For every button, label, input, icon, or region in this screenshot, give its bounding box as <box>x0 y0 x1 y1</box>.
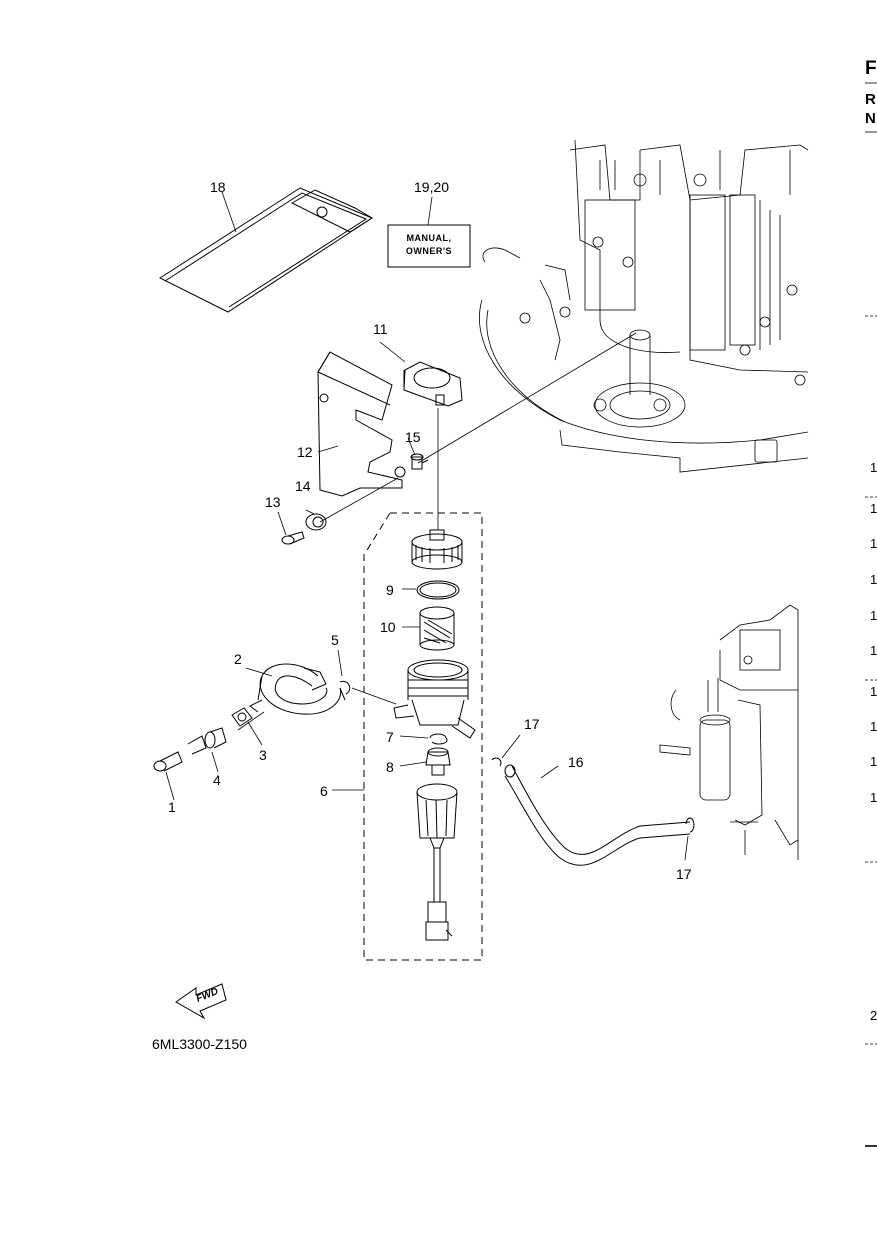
callout-16: 16 <box>568 754 584 770</box>
edge-number: 1 <box>870 460 877 475</box>
diagram-code: 6ML3300-Z150 <box>152 1036 247 1052</box>
o-ring-9 <box>416 580 460 600</box>
callout-19-20: 19,20 <box>414 179 450 195</box>
edge-number: 1 <box>870 719 877 734</box>
bracket-12 <box>317 351 406 497</box>
edge-number: 2 <box>870 1008 877 1023</box>
bolt-15 <box>410 453 429 470</box>
callout-5: 5 <box>331 632 339 648</box>
edge-number: 1 <box>870 608 877 623</box>
callout-1: 1 <box>168 799 176 815</box>
callout-11: 11 <box>373 321 388 337</box>
callout-10: 10 <box>380 619 396 635</box>
nut-8 <box>425 747 451 776</box>
edge-letter-f: F <box>865 58 877 79</box>
callout-4: 4 <box>213 772 221 788</box>
filter-cap <box>411 529 463 570</box>
callout-2: 2 <box>234 651 242 667</box>
callout-13: 13 <box>265 494 281 510</box>
callout-12: 12 <box>297 444 313 460</box>
callout-3: 3 <box>259 747 267 763</box>
filter-body <box>393 659 476 739</box>
edge-number: 1 <box>870 684 877 699</box>
callout-17-lower: 17 <box>676 866 692 882</box>
callout-14: 14 <box>295 478 311 494</box>
joint-4 <box>187 727 227 755</box>
edge-number: 1 <box>870 501 877 516</box>
edge-number: 1 <box>870 572 877 587</box>
fitting-3 <box>231 707 253 727</box>
callout-15: 15 <box>405 429 421 445</box>
edge-number: 1 <box>870 790 877 805</box>
hose-2 <box>249 663 346 715</box>
filter-assembly-6-boundary <box>363 512 483 961</box>
filter-element-10 <box>419 606 455 651</box>
owners-manual-19-20 <box>387 224 471 268</box>
callout-7: 7 <box>386 729 394 745</box>
clamp-5 <box>339 680 351 695</box>
edge-number: 1 <box>870 754 877 769</box>
clip-17b <box>685 817 695 833</box>
edge-letter-n: N <box>865 110 876 127</box>
callout-17-upper: 17 <box>524 716 540 732</box>
screw-1 <box>153 751 183 772</box>
screw-13 <box>281 531 305 545</box>
engine-block-illustration <box>479 139 809 473</box>
clip-7 <box>429 733 448 745</box>
filter-bowl <box>416 783 458 941</box>
clamp-11 <box>403 361 463 407</box>
edge-letter-r: R <box>865 91 876 108</box>
manual-label-line1: MANUAL, <box>406 233 452 243</box>
edge-number: 1 <box>870 643 877 658</box>
callout-8: 8 <box>386 759 394 775</box>
fuel-pump-illustration <box>659 604 799 860</box>
clip-17a <box>491 757 502 767</box>
hose-16 <box>504 764 691 866</box>
manual-label: MANUAL, OWNER'S <box>390 232 468 258</box>
callout-6: 6 <box>320 783 328 799</box>
callout-18: 18 <box>210 179 226 195</box>
callout-9: 9 <box>386 582 394 598</box>
fwd-arrow-icon <box>175 983 227 1020</box>
edge-number: 1 <box>870 536 877 551</box>
manual-label-line2: OWNER'S <box>405 246 453 256</box>
grommet-14 <box>305 513 327 531</box>
tool-pouch-18 <box>158 187 374 313</box>
